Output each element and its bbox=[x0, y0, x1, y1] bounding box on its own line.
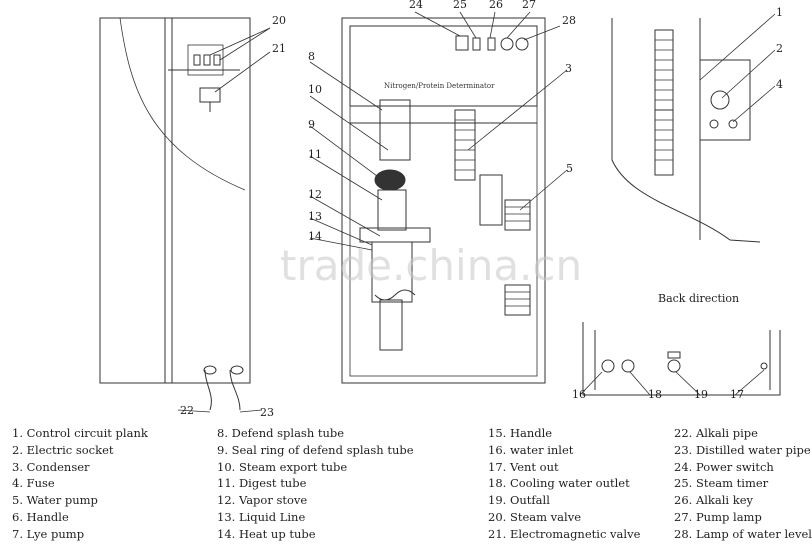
callout-8: 8 bbox=[308, 50, 315, 63]
callout-26: 26 bbox=[489, 0, 503, 11]
legend-item: 21. Electromagnetic valve bbox=[488, 526, 641, 541]
callout-10: 10 bbox=[308, 83, 322, 96]
callout-4: 4 bbox=[776, 78, 783, 91]
legend-item: 24. Power switch bbox=[674, 459, 774, 474]
legend-item: 13. Liquid Line bbox=[217, 509, 306, 524]
legend-item: 20. Steam valve bbox=[488, 509, 581, 524]
callout-24: 24 bbox=[409, 0, 423, 11]
legend-item: 12. Vapor stove bbox=[217, 493, 308, 508]
legend-item: 22. Alkali pipe bbox=[674, 426, 758, 440]
callout-27: 27 bbox=[522, 0, 536, 11]
legend-column-2: 8. Defend splash tube 9. Seal ring of de… bbox=[217, 425, 414, 543]
callout-1: 1 bbox=[776, 6, 783, 19]
legend-item: 8. Defend splash tube bbox=[217, 426, 345, 440]
legend-column-3: 15. Handle 16. water inlet 17. Vent out … bbox=[488, 425, 640, 543]
legend-item: 15. Handle bbox=[488, 426, 553, 440]
back-view bbox=[611, 18, 761, 243]
callout-5: 5 bbox=[566, 162, 573, 175]
callout-labels: 1 2 3 4 5 8 10 9 11 12 13 14 16 17 18 19… bbox=[180, 0, 783, 419]
legend-item: 11. Digest tube bbox=[217, 476, 307, 491]
legend-item: 16. water inlet bbox=[488, 442, 574, 457]
callout-20: 20 bbox=[272, 14, 286, 27]
legend-item: 5. Water pump bbox=[12, 493, 98, 508]
callout-23: 23 bbox=[260, 406, 274, 419]
legend-item: 6. Handle bbox=[12, 509, 69, 524]
legend-item: 3. Condenser bbox=[12, 459, 90, 474]
callout-3: 3 bbox=[565, 62, 572, 75]
legend-item: 25. Steam timer bbox=[674, 476, 769, 491]
callout-16: 16 bbox=[572, 388, 586, 401]
watermark: trade.china.cn bbox=[280, 241, 582, 290]
callout-13: 13 bbox=[308, 210, 322, 223]
callout-18: 18 bbox=[648, 388, 662, 401]
callout-14: 14 bbox=[308, 230, 322, 243]
legend-item: 26. Alkali key bbox=[674, 493, 754, 508]
callout-9: 9 bbox=[308, 118, 315, 131]
legend-item: 7. Lye pump bbox=[12, 526, 85, 541]
legend-item: 14. Heat up tube bbox=[217, 526, 316, 541]
legend-item: 1. Control circuit plank bbox=[12, 426, 148, 440]
legend-item: 18. Cooling water outlet bbox=[488, 476, 630, 491]
callout-2: 2 bbox=[776, 42, 783, 55]
legend-item: 9. Seal ring of defend splash tube bbox=[217, 442, 414, 457]
side-view bbox=[99, 17, 251, 411]
legend-column-4: 22. Alkali pipe 23. Distilled water pipe… bbox=[674, 425, 812, 543]
callout-12: 12 bbox=[308, 188, 322, 201]
front-view bbox=[341, 17, 546, 384]
callout-21: 21 bbox=[272, 42, 286, 55]
legend-item: 2. Electric socket bbox=[12, 442, 114, 457]
callout-19: 19 bbox=[694, 388, 708, 401]
callout-11: 11 bbox=[308, 148, 322, 161]
callout-22: 22 bbox=[180, 404, 194, 417]
rear-panel bbox=[582, 322, 781, 396]
legend-item: 19. Outfall bbox=[488, 493, 550, 508]
legend-item: 27. Pump lamp bbox=[674, 509, 762, 524]
back-direction-label: Back direction bbox=[658, 292, 739, 305]
legend-item: 17. Vent out bbox=[488, 459, 559, 474]
legend-item: 28. Lamp of water level bbox=[674, 526, 812, 541]
callout-25: 25 bbox=[453, 0, 467, 11]
legend-item: 23. Distilled water pipe bbox=[674, 442, 811, 457]
callout-17: 17 bbox=[730, 388, 744, 401]
leader-lines bbox=[177, 11, 776, 413]
legend-item: 4. Fuse bbox=[12, 476, 55, 491]
callout-28: 28 bbox=[562, 14, 576, 27]
legend-column-1: 1. Control circuit plank 2. Electric soc… bbox=[12, 425, 148, 543]
panel-title: Nitrogen/Protein Determinator bbox=[384, 82, 495, 90]
parts-legend: 1. Control circuit plank 2. Electric soc… bbox=[0, 425, 812, 550]
legend-item: 10. Steam export tube bbox=[217, 459, 348, 474]
